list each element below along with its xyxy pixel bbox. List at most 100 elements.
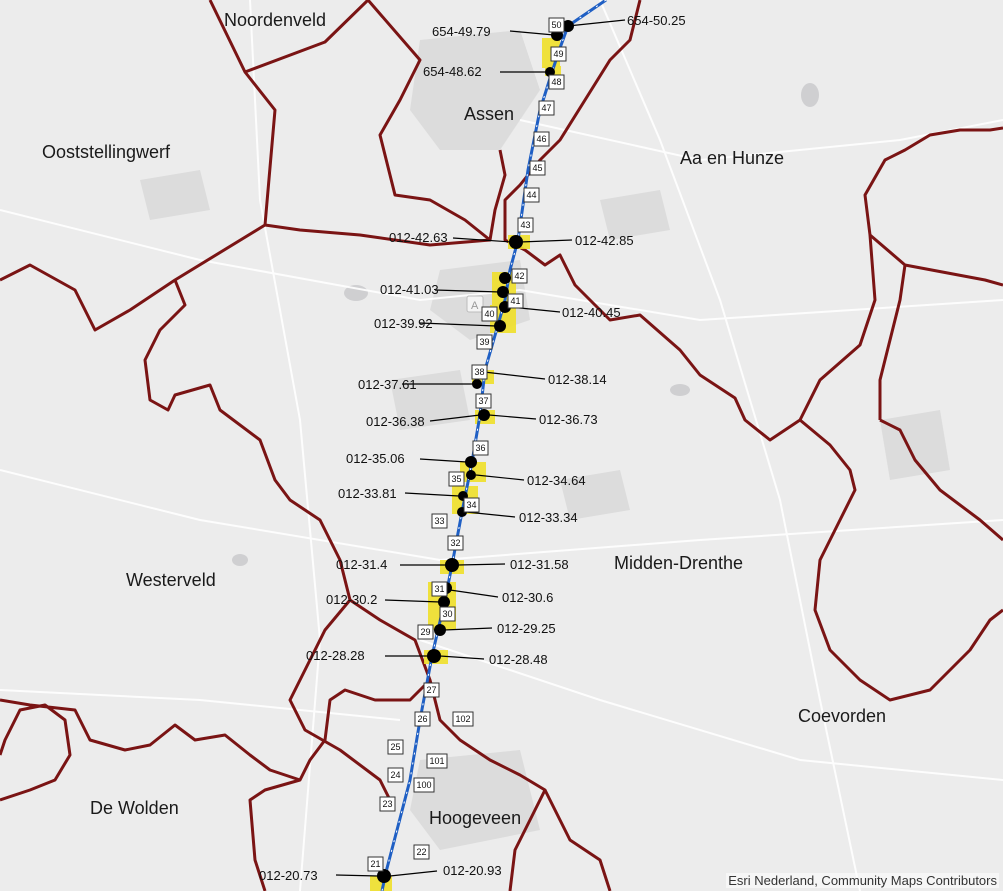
point-label: 012-33.34 [519,510,578,525]
km-marker-label: 46 [536,134,546,144]
km-marker-label: 41 [510,296,520,306]
point-label: 012-34.64 [527,473,586,488]
municipality-label: Hoogeveen [429,808,521,828]
km-marker-label: 100 [416,780,431,790]
point-label: 012-20.93 [443,863,502,878]
boundary-westerveld-south [0,698,301,782]
km-marker: 49 [550,46,567,62]
leader-lines [335,19,626,877]
km-marker-label: 48 [551,77,561,87]
km-marker-label: 43 [520,220,530,230]
km-marker: 42 [511,268,528,284]
km-marker: 25 [387,739,404,755]
km-marker: 44 [523,187,540,203]
km-marker: 46 [533,131,550,147]
km-marker-label: 25 [390,742,400,752]
km-marker-label: 47 [541,103,551,113]
point-label: 012-40.45 [562,305,621,320]
municipality-label: Midden-Drenthe [614,553,743,573]
km-marker: 26 [414,711,431,727]
point-label: 012-37.61 [358,377,417,392]
km-marker-label: 32 [450,538,460,548]
km-marker-label: 35 [451,474,461,484]
point-label: 012-31.4 [336,557,387,572]
km-marker-label: 36 [475,443,485,453]
km-marker-label: 26 [417,714,427,724]
point-label: 012-28.28 [306,648,365,663]
km-marker: 100 [413,777,435,793]
km-marker: 43 [517,217,534,233]
boundary-midden-drenthe-east [869,233,1003,287]
municipality-label: Coevorden [798,706,886,726]
point-label: 012-39.92 [374,316,433,331]
municipality-label: Westerveld [126,570,216,590]
municipality-label: De Wolden [90,798,179,818]
point-label: 012-42.85 [575,233,634,248]
km-marker: 47 [538,100,555,116]
point-label: 012-38.14 [548,372,607,387]
km-marker-label: 39 [479,337,489,347]
km-marker: 31 [431,581,448,597]
km-marker: 23 [379,796,396,812]
km-marker-label: 40 [484,309,494,319]
km-marker-label: 44 [526,190,536,200]
km-marker: 34 [463,497,480,513]
km-marker-label: 29 [420,627,430,637]
km-markers: 50 49 48 47 46 45 44 43 42 41 40 39 38 37 36 35 34 33 32 31… [367,17,567,872]
boundary-east-vertical [878,264,907,420]
km-marker: 33 [431,513,448,529]
km-marker: 35 [448,471,465,487]
boundary-ooststellingwerf-east [264,223,491,247]
point-label: 012-20.73 [259,868,318,883]
km-marker: 37 [475,393,492,409]
km-marker-label: 34 [466,500,476,510]
municipality-label: Assen [464,104,514,124]
km-marker: 24 [387,767,404,783]
km-marker-label: 38 [474,367,484,377]
km-marker-label: 42 [514,271,524,281]
point-label: 012-36.73 [539,412,598,427]
point-label: 012-30.2 [326,592,377,607]
point-label: 012-35.06 [346,451,405,466]
km-marker: 36 [472,440,489,456]
km-marker-label: 21 [370,859,380,869]
km-marker-label: 33 [434,516,444,526]
road-shield: A [466,295,484,313]
boundary-dewolden-west [0,703,72,802]
municipality-label: Noordenveld [224,10,326,30]
municipality-label: Ooststellingwerf [42,142,171,162]
point-label: 012-31.58 [510,557,569,572]
km-marker: 41 [507,293,524,309]
km-marker: 101 [426,753,448,769]
km-marker: 22 [413,844,430,860]
point-label: 012-29.25 [497,621,556,636]
point-label: 654-49.79 [432,24,491,39]
road-shield-label: A [471,300,479,312]
km-marker-label: 27 [426,685,436,695]
boundary-hoogeveen-east [428,679,547,891]
point-label: 654-50.25 [627,13,686,28]
point-label: 012-33.81 [338,486,397,501]
point-label: 012-42.63 [389,230,448,245]
km-marker-label: 22 [416,847,426,857]
km-marker: 48 [548,74,565,90]
point-label: 012-30.6 [502,590,553,605]
boundary-westerveld [143,279,392,801]
km-marker-label: 50 [551,20,561,30]
km-marker: 39 [476,334,493,350]
km-marker-label: 30 [442,609,452,619]
point-label: 012-41.03 [380,282,439,297]
boundary-coevorden-north [799,418,1003,702]
km-marker: 38 [471,364,488,380]
km-marker: 40 [481,306,498,322]
attribution: Esri Nederland, Community Maps Contribut… [726,873,999,888]
km-marker-label: 45 [532,163,542,173]
km-marker-label: 49 [553,49,563,59]
point-label: 012-28.48 [489,652,548,667]
point-labels: 654-49.79 654-50.25 654-48.62 012-42.63 … [259,13,686,883]
water-bodies [232,83,819,566]
km-marker-label: 24 [390,770,400,780]
km-marker: 32 [447,535,464,551]
